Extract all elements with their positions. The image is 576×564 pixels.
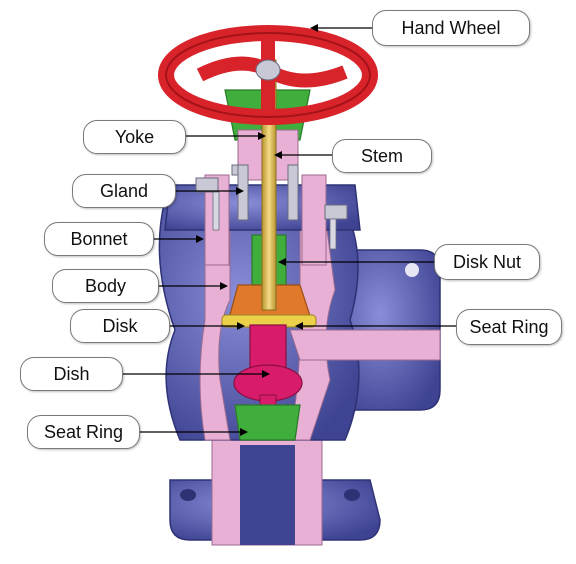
label-yoke: Yoke xyxy=(83,120,186,154)
label-seat-ring-left: Seat Ring xyxy=(27,415,140,449)
bottom-flange xyxy=(170,440,380,545)
label-disk-nut: Disk Nut xyxy=(434,244,540,280)
label-stem: Stem xyxy=(332,139,432,173)
hand-wheel-part xyxy=(166,33,370,117)
label-hand-wheel: Hand Wheel xyxy=(372,10,530,46)
seat-ring-part xyxy=(235,405,300,440)
label-dish: Dish xyxy=(20,357,123,391)
label-gland: Gland xyxy=(72,174,176,208)
label-seat-ring-right: Seat Ring xyxy=(456,309,562,345)
label-bonnet: Bonnet xyxy=(44,222,154,256)
label-body: Body xyxy=(52,269,159,303)
label-disk: Disk xyxy=(70,309,170,343)
